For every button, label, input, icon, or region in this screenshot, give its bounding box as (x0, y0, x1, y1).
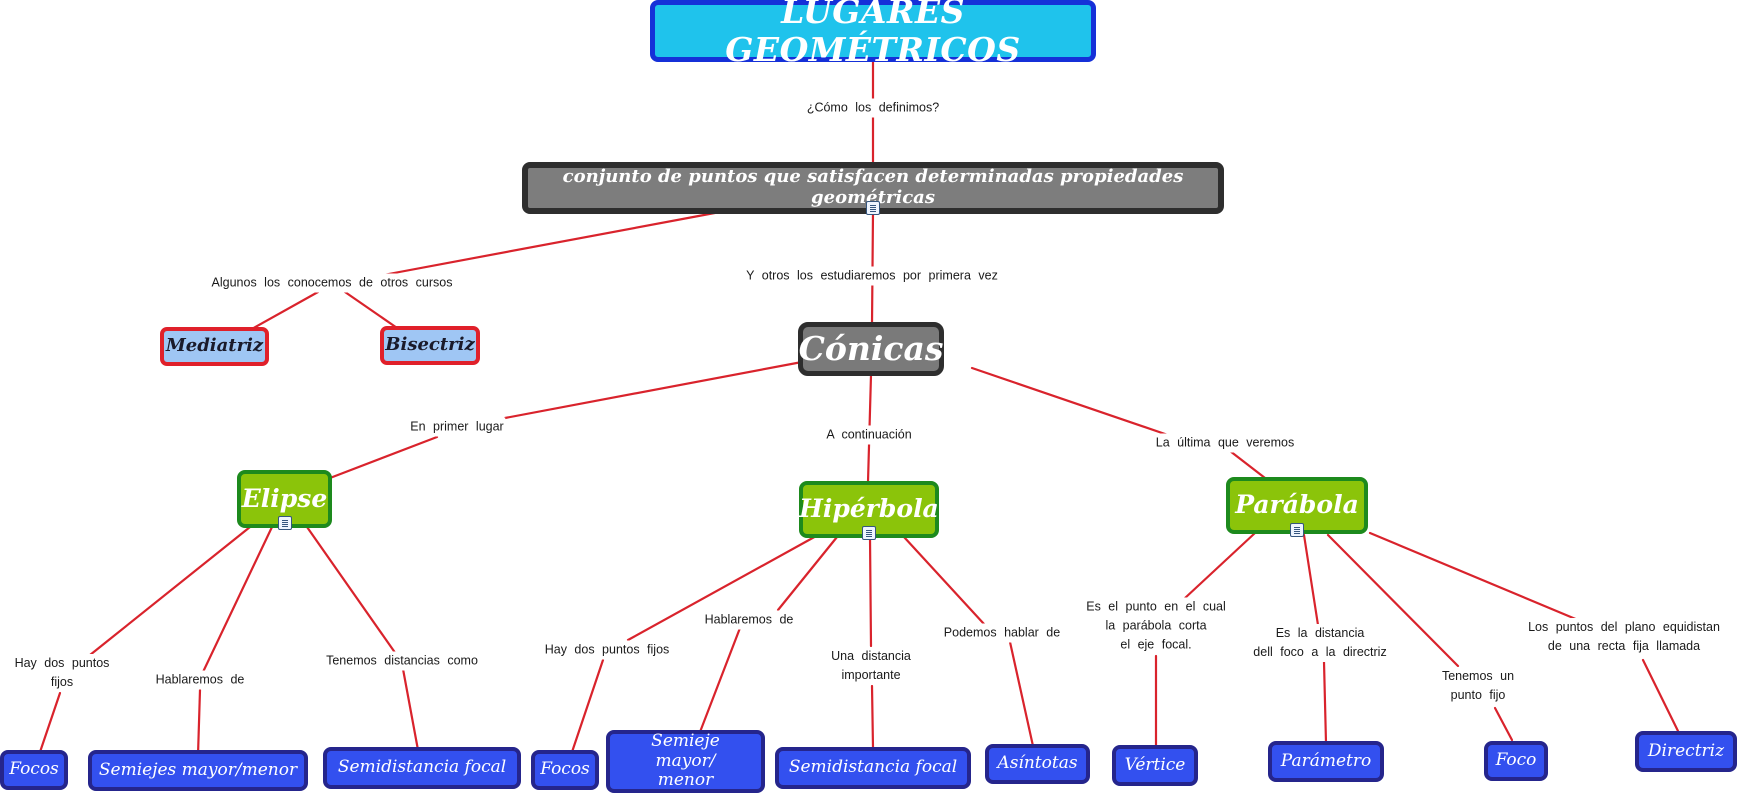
link-tenemos-semidistancia (401, 667, 420, 752)
node-hiperbola-asintotas-text: Asíntotas (997, 753, 1078, 774)
node-elipse-semiejes[interactable]: Semiejes mayor/menor (88, 750, 308, 791)
link-hablaremos-semieje (698, 626, 742, 734)
node-definition[interactable]: conjunto de puntos que satisfacen determ… (522, 162, 1224, 214)
link-label-parabola-los-puntos: Los puntos del plano equidistan de una r… (1526, 618, 1722, 656)
resource-icon[interactable] (1290, 523, 1304, 537)
resource-icon[interactable] (866, 201, 880, 215)
link-elipse-tenemos (305, 525, 398, 656)
link-label-parabola-es-punto: Es el punto en el cual la parábola corta… (1084, 597, 1228, 655)
node-parabola-parametro-text: Parámetro (1280, 750, 1372, 771)
node-hiperbola-semidistancia[interactable]: Semidistancia focal (775, 747, 971, 789)
node-conicas[interactable]: Cónicas (798, 322, 944, 376)
link-parabola-es-punto (1183, 531, 1257, 600)
link-label-la-ultima: La última que veremos (1153, 433, 1297, 453)
link-first-elipse (328, 435, 439, 480)
link-label-otros-estudiaremos: Y otros los estudiaremos por primera vez (744, 266, 1000, 286)
node-hiperbola-text: Hipérbola (799, 494, 939, 524)
link-label-elipse-hay-dos: Hay dos puntos fijos (12, 654, 112, 692)
link-hiperbola-hay (626, 533, 820, 642)
node-bisectriz[interactable]: Bisectriz (380, 326, 480, 365)
node-mediatriz-text: Mediatriz (165, 335, 264, 357)
link-parabola-es-distancia (1302, 533, 1320, 627)
node-elipse-semidistancia[interactable]: Semidistancia focal (323, 747, 521, 789)
link-label-como-definimos: ¿Cómo los definimos? (804, 98, 942, 118)
node-elipse-semiejes-text: Semiejes mayor/menor (98, 759, 298, 780)
node-hiperbola-semieje[interactable]: Semieje mayor/ menor (606, 730, 765, 793)
node-parabola-foco-text: Foco (1495, 750, 1537, 771)
node-elipse-focos-text: Focos (9, 759, 59, 780)
node-title-text: LUGARES GEOMÉTRICOS (725, 0, 1021, 69)
link-label-a-continuacion: A continuación (824, 425, 914, 445)
node-conicas-text: Cónicas (798, 329, 944, 369)
node-parabola-vertice[interactable]: Vértice (1112, 745, 1198, 786)
link-label-en-primer-lugar: En primer lugar (408, 417, 506, 437)
link-podemos-asintotas (1008, 640, 1035, 748)
node-hiperbola-semidistancia-text: Semidistancia focal (788, 757, 958, 778)
link-los-puntos-directriz (1641, 658, 1680, 733)
link-label-elipse-tenemos: Tenemos distancias como (324, 651, 480, 671)
link-label-algunos-conocemos: Algunos los conocemos de otros cursos (209, 273, 455, 293)
node-parabola-text: Parábola (1235, 490, 1359, 520)
node-parabola-directriz[interactable]: Directriz (1635, 731, 1737, 772)
node-parabola-foco[interactable]: Foco (1484, 741, 1548, 781)
node-hiperbola[interactable]: Hipérbola (799, 481, 939, 538)
resource-icon[interactable] (862, 526, 876, 540)
node-parabola-vertice-text: Vértice (1124, 754, 1186, 775)
node-parabola-parametro[interactable]: Parámetro (1268, 741, 1384, 782)
link-parabola-tenemos (1326, 533, 1460, 668)
node-elipse[interactable]: Elipse (237, 470, 332, 528)
link-es-distancia-parametro (1322, 660, 1328, 745)
node-title[interactable]: LUGARES GEOMÉTRICOS (650, 0, 1096, 68)
node-hiperbola-asintotas[interactable]: Asíntotas (985, 744, 1090, 784)
link-label-hiperbola-podemos: Podemos hablar de (941, 623, 1063, 643)
link-hiperbola-hablaremos (776, 535, 839, 612)
link-label-parabola-es-distancia: Es la distancia dell foco a la directriz (1251, 624, 1389, 662)
link-known-mediatriz (248, 290, 320, 332)
link-known-bisectriz (343, 290, 402, 332)
node-mediatriz[interactable]: Mediatriz (160, 327, 269, 366)
link-label-hiperbola-hay-dos: Hay dos puntos fijos (542, 640, 672, 660)
node-elipse-semidistancia-text: Semidistancia focal (337, 757, 507, 778)
node-definition-text: conjunto de puntos que satisfacen determ… (562, 166, 1184, 208)
link-hablaremos-semiejes (196, 688, 202, 757)
node-hiperbola-focos[interactable]: Focos (531, 750, 599, 790)
link-hiperbola-podemos (902, 535, 986, 626)
link-hay-focos (38, 691, 62, 754)
node-parabola-directriz-text: Directriz (1647, 740, 1725, 761)
link-last-parabola (1228, 449, 1267, 480)
link-tenemos-foco (1493, 706, 1514, 742)
link-label-hiperbola-una-distancia: Una distancia importante (829, 647, 913, 685)
link-hiperbola-una (868, 535, 873, 648)
link-label-parabola-tenemos: Tenemos un punto fijo (1439, 667, 1517, 705)
link-label-elipse-hablaremos: Hablaremos de (153, 670, 247, 690)
link-hay-focos2 (570, 658, 605, 754)
link-elipse-hablaremos (201, 525, 274, 674)
link-parabola-los-puntos (1368, 531, 1580, 622)
link-elipse-hay (88, 525, 252, 657)
node-bisectriz-text: Bisectriz (385, 334, 475, 356)
link-conicas-last (970, 366, 1170, 437)
node-elipse-text: Elipse (241, 483, 328, 513)
node-elipse-focos[interactable]: Focos (0, 750, 68, 790)
link-label-hiperbola-hablaremos: Hablaremos de (702, 610, 796, 630)
link-definition-known (376, 210, 722, 278)
node-hiperbola-semieje-text: Semieje mayor/ menor (651, 731, 720, 791)
resource-icon[interactable] (278, 516, 292, 530)
link-conicas-first (503, 360, 804, 420)
link-una-semidistancia (870, 684, 875, 750)
node-hiperbola-focos-text: Focos (540, 759, 590, 780)
